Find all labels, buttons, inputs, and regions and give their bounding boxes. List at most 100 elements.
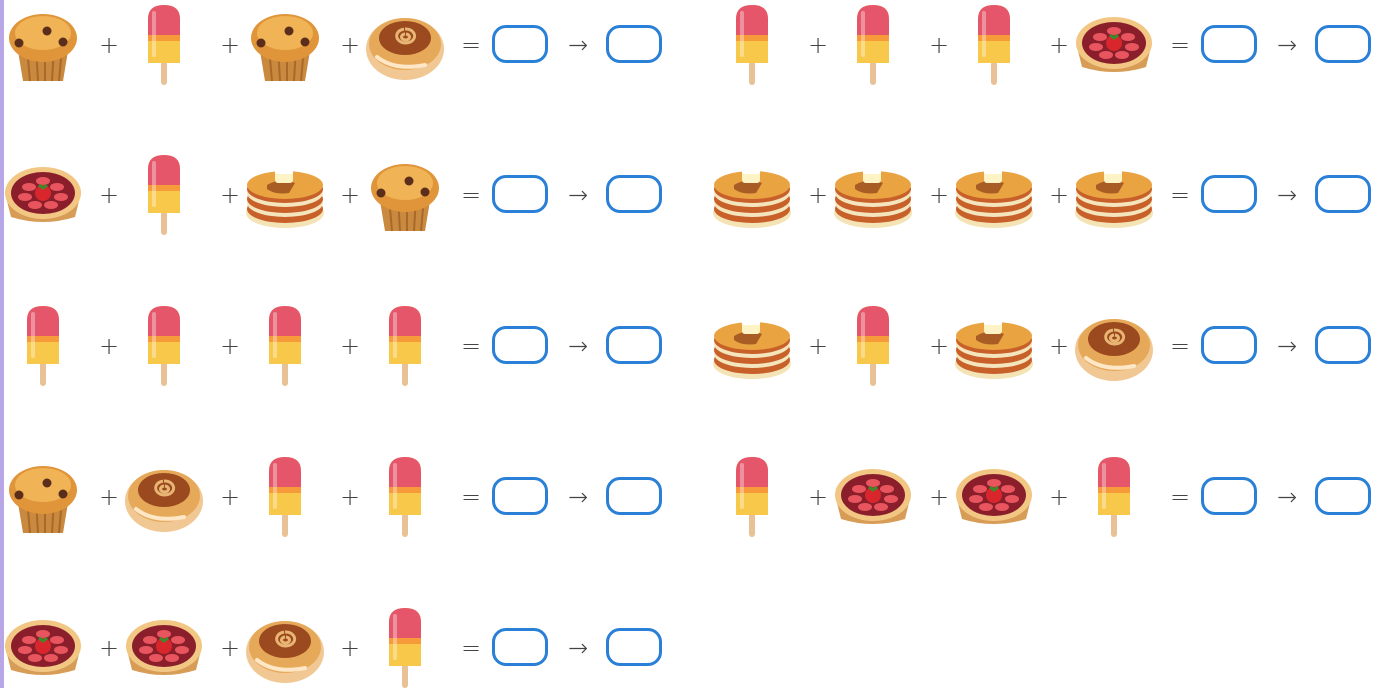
popsicle-icon (954, 0, 1034, 90)
result-answer-box[interactable] (606, 326, 662, 364)
popsicle-icon (245, 301, 325, 391)
equation-row: +++=→ (0, 301, 660, 391)
result-answer-box[interactable] (1315, 25, 1371, 63)
plus-sign: + (335, 452, 365, 542)
cinnamon-roll-icon (365, 0, 445, 90)
plus-sign: + (803, 0, 833, 90)
cinnamon-roll-icon (124, 452, 204, 542)
arrow-sign: → (563, 452, 593, 542)
plus-sign: + (94, 0, 124, 90)
equation-row: +++=→ (709, 0, 1369, 90)
sum-answer-box[interactable] (1201, 175, 1257, 213)
plus-sign: + (215, 603, 245, 693)
equation-row: +++=→ (0, 150, 660, 240)
arrow-sign: → (563, 301, 593, 391)
arrow-sign: → (563, 0, 593, 90)
pancakes-icon (712, 301, 792, 391)
popsicle-icon (365, 301, 445, 391)
pancakes-icon (954, 150, 1034, 240)
sum-answer-box[interactable] (492, 326, 548, 364)
plus-sign: + (1044, 301, 1074, 391)
pancakes-icon (1074, 150, 1154, 240)
equals-sign: = (1165, 452, 1195, 542)
plus-sign: + (94, 603, 124, 693)
popsicle-icon (3, 301, 83, 391)
arrow-sign: → (1272, 150, 1302, 240)
equation-row: + + + = → (709, 150, 1369, 240)
result-answer-box[interactable] (606, 477, 662, 515)
popsicle-icon (712, 0, 792, 90)
sum-answer-box[interactable] (492, 628, 548, 666)
sum-answer-box[interactable] (492, 175, 548, 213)
sum-answer-box[interactable] (1201, 25, 1257, 63)
result-answer-box[interactable] (606, 628, 662, 666)
muffin-icon (245, 0, 325, 90)
plus-sign: + (924, 150, 954, 240)
equals-sign: = (1165, 150, 1195, 240)
result-answer-box[interactable] (1315, 175, 1371, 213)
tart-icon (124, 603, 204, 693)
equals-sign: = (1165, 0, 1195, 90)
cinnamon-roll-icon (1074, 301, 1154, 391)
plus-sign: + (803, 150, 833, 240)
plus-sign: + (94, 452, 124, 542)
plus-sign: + (924, 452, 954, 542)
plus-sign: + (335, 603, 365, 693)
equals-sign: = (456, 452, 486, 542)
plus-sign: + (1044, 0, 1074, 90)
plus-sign: + (335, 301, 365, 391)
result-answer-box[interactable] (1315, 477, 1371, 515)
pancakes-icon (712, 150, 792, 240)
plus-sign: + (803, 452, 833, 542)
result-answer-box[interactable] (606, 25, 662, 63)
equals-sign: = (1165, 301, 1195, 391)
arrow-sign: → (563, 150, 593, 240)
pancakes-icon (245, 150, 325, 240)
plus-sign: + (924, 0, 954, 90)
muffin-icon (3, 0, 83, 90)
plus-sign: + (335, 0, 365, 90)
equation-row: + + + = → (0, 0, 660, 90)
equals-sign: = (456, 150, 486, 240)
muffin-icon (365, 150, 445, 240)
plus-sign: + (803, 301, 833, 391)
popsicle-icon (245, 452, 325, 542)
equation-row: + + + = → (0, 452, 660, 542)
popsicle-icon (833, 301, 913, 391)
tart-icon (833, 452, 913, 542)
arrow-sign: → (563, 603, 593, 693)
plus-sign: + (215, 0, 245, 90)
plus-sign: + (215, 452, 245, 542)
popsicle-icon (1074, 452, 1154, 542)
tart-icon (1074, 0, 1154, 90)
sum-answer-box[interactable] (492, 25, 548, 63)
sum-answer-box[interactable] (1201, 326, 1257, 364)
equals-sign: = (456, 301, 486, 391)
popsicle-icon (124, 0, 204, 90)
equals-sign: = (456, 0, 486, 90)
equation-row: + + + = → (709, 452, 1369, 542)
pancakes-icon (954, 301, 1034, 391)
popsicle-icon (124, 150, 204, 240)
result-answer-box[interactable] (1315, 326, 1371, 364)
popsicle-icon (365, 603, 445, 693)
popsicle-icon (124, 301, 204, 391)
sum-answer-box[interactable] (492, 477, 548, 515)
muffin-icon (3, 452, 83, 542)
tart-icon (3, 150, 83, 240)
plus-sign: + (94, 301, 124, 391)
pancakes-icon (833, 150, 913, 240)
equals-sign: = (456, 603, 486, 693)
arrow-sign: → (1272, 452, 1302, 542)
result-answer-box[interactable] (606, 175, 662, 213)
cinnamon-roll-icon (245, 603, 325, 693)
popsicle-icon (712, 452, 792, 542)
tart-icon (954, 452, 1034, 542)
plus-sign: + (1044, 452, 1074, 542)
sum-answer-box[interactable] (1201, 477, 1257, 515)
equation-row: + + + = → (0, 603, 660, 693)
arrow-sign: → (1272, 301, 1302, 391)
plus-sign: + (1044, 150, 1074, 240)
plus-sign: + (94, 150, 124, 240)
plus-sign: + (335, 150, 365, 240)
